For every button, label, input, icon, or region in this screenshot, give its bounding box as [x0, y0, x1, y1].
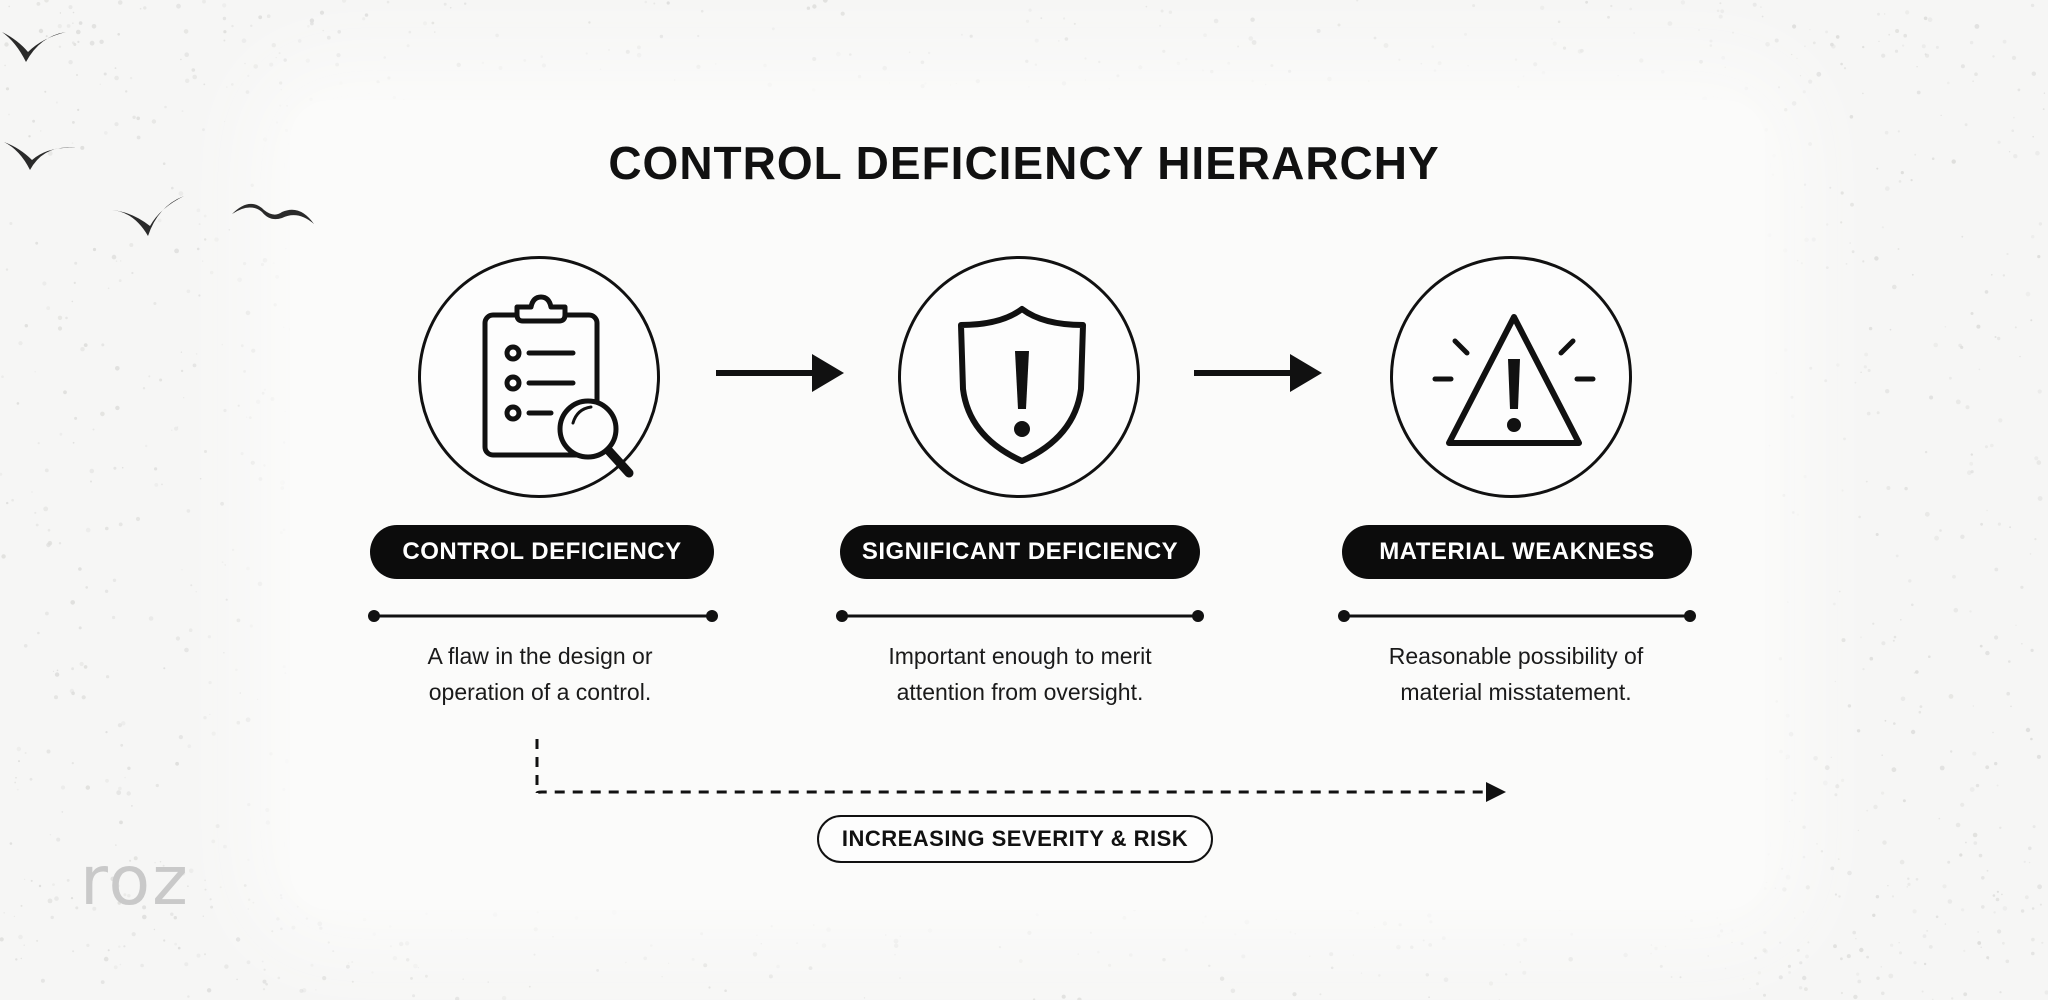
stage-3-divider — [1338, 610, 1696, 622]
roz-logo: roz — [80, 842, 190, 921]
clipboard-magnifier-icon — [482, 294, 634, 478]
stage-1-description-line-1: A flaw in the design or — [427, 643, 653, 669]
stage-2-description-line-1: Important enough to merit — [888, 643, 1152, 669]
stage-3-label-pill: MATERIAL WEAKNESS — [1342, 525, 1692, 579]
stage-3-icon-circle — [1390, 256, 1632, 498]
shield-exclamation-icon — [958, 306, 1086, 464]
stage-2-icon-circle — [898, 256, 1140, 498]
bird-icon — [232, 203, 314, 224]
diagram-title: CONTROL DEFICIENCY HIERARCHY — [608, 137, 1440, 189]
stage-1-label-pill: CONTROL DEFICIENCY — [370, 525, 714, 579]
stage-3-description: Reasonable possibility of material misst… — [1336, 638, 1696, 710]
stage-3-description-line-1: Reasonable possibility of — [1388, 643, 1644, 669]
severity-dashed-arrow — [535, 739, 1506, 802]
stage-2-description: Important enough to merit attention from… — [840, 638, 1200, 710]
stage-2-description-line-2: attention from oversight. — [896, 679, 1144, 705]
warning-triangle-icon — [1432, 314, 1596, 446]
stage-1-description-line-2: operation of a control. — [428, 679, 652, 705]
severity-label: INCREASING SEVERITY & RISK — [817, 815, 1213, 863]
bird-icon — [2, 32, 66, 62]
bird-icon — [4, 142, 76, 170]
arrow-1-icon — [716, 354, 844, 392]
stage-1-divider — [368, 610, 718, 622]
stage-1-description: A flaw in the design or operation of a c… — [360, 638, 720, 710]
arrow-2-icon — [1194, 354, 1322, 392]
birds-decoration — [2, 32, 314, 236]
stage-2-divider — [836, 610, 1204, 622]
stage-2-label-pill: SIGNIFICANT DEFICIENCY — [840, 525, 1200, 579]
stage-1-icon-circle — [418, 256, 660, 498]
stage-3-description-line-2: material misstatement. — [1400, 679, 1632, 705]
bird-icon — [112, 196, 184, 236]
